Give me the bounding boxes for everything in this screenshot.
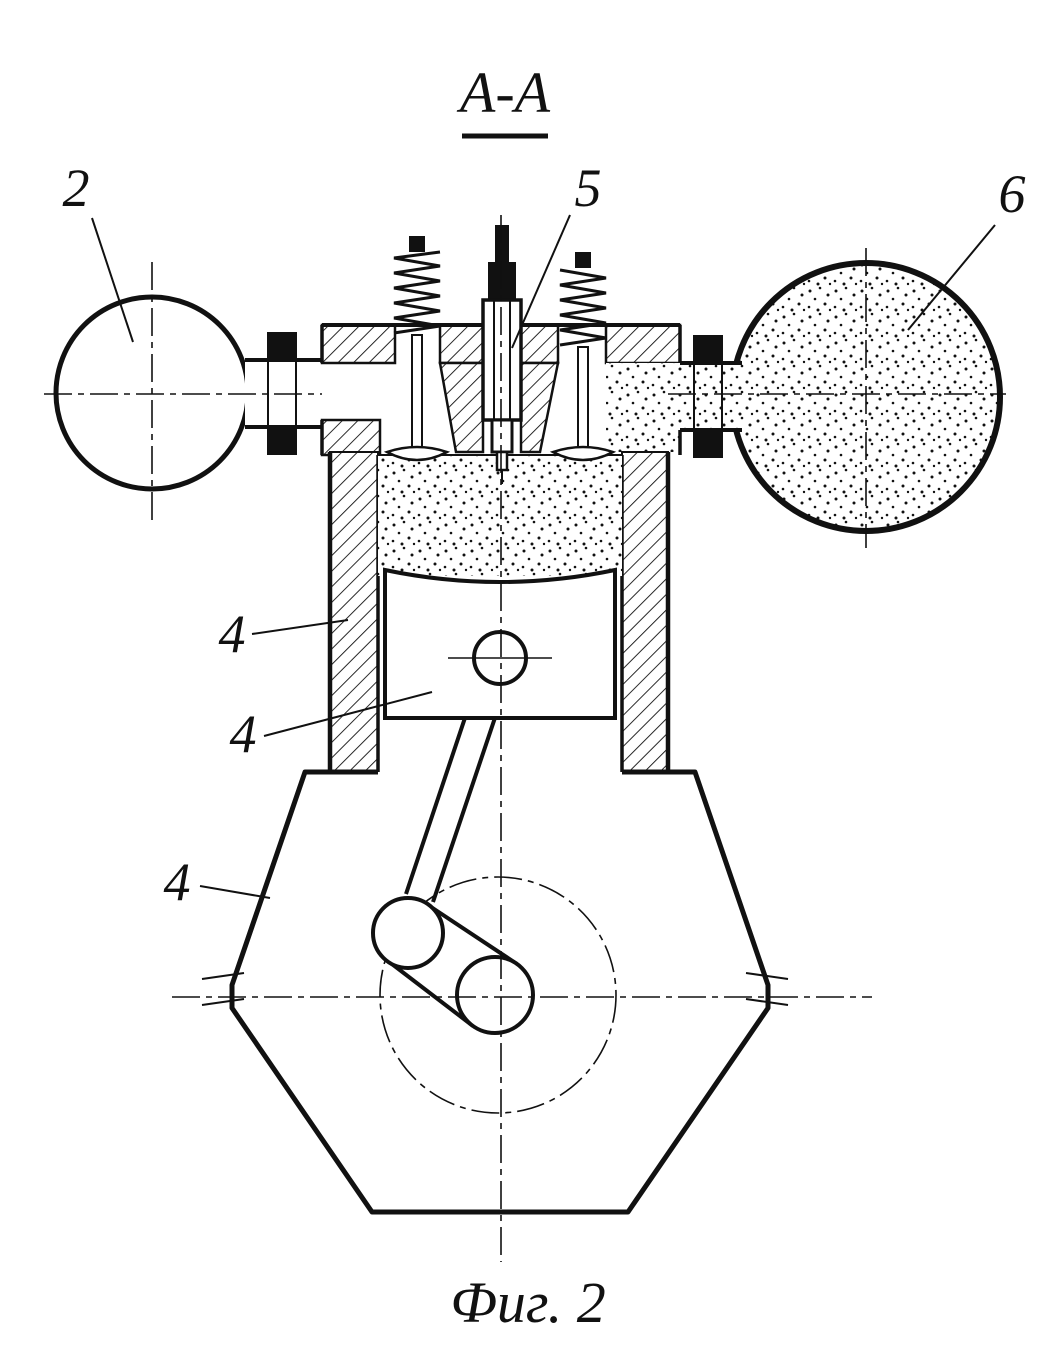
leader-line — [251, 619, 349, 635]
leader-line — [91, 217, 134, 343]
connecting-rod — [371, 681, 535, 1035]
head-wedge-left — [438, 361, 485, 454]
valve-spring-right — [559, 252, 607, 347]
crank-web-edge — [426, 903, 519, 966]
crankcase-outline — [229, 769, 771, 1215]
valve-right — [549, 346, 617, 462]
section-title-text: А-А — [456, 60, 551, 125]
intake-port-stipple — [606, 363, 680, 452]
combustion-chamber-stipple — [378, 456, 622, 576]
center-lines — [44, 215, 1006, 1262]
shaft-tick-right — [745, 972, 789, 980]
callout-text-5: 5 — [575, 158, 602, 218]
injector — [481, 225, 523, 484]
valve-stem-right — [577, 346, 589, 449]
cylinder-wall-right — [621, 451, 669, 773]
callout-crankcase: 4 — [164, 852, 271, 912]
callout-text-4b: 4 — [230, 704, 257, 764]
leader-line — [199, 885, 271, 899]
valve-head-left — [383, 445, 451, 462]
head-plate-hatch — [438, 323, 485, 365]
valve-stem-left — [411, 334, 423, 449]
valve-left — [383, 334, 451, 462]
crank-path-centerline — [379, 876, 617, 1114]
right-flange — [693, 335, 723, 458]
leader-line — [907, 224, 996, 331]
figure-caption: Фиг. 2 — [450, 1270, 606, 1335]
callout-left-sphere: 2 — [63, 158, 134, 343]
head-port-lip — [320, 418, 382, 457]
head-wedge-right — [519, 361, 560, 454]
callout-text-2: 2 — [63, 158, 90, 218]
spring-retainer-right — [575, 252, 591, 268]
callout-text-4c: 4 — [164, 852, 191, 912]
injector-tip — [490, 418, 514, 454]
spring-retainer-left — [409, 236, 425, 252]
crank-journal — [455, 955, 535, 1035]
head-plate-hatch — [519, 323, 560, 365]
callout-injector: 5 — [511, 158, 602, 349]
valve-spring-left — [393, 236, 441, 335]
shaft-tick-right — [745, 998, 789, 1006]
cylinder-wall-left — [329, 451, 379, 773]
right-pipe — [668, 335, 742, 458]
crank-pin — [371, 896, 445, 970]
injector-terminal — [495, 225, 509, 262]
leader-line — [263, 691, 433, 737]
head-plate-hatch — [320, 323, 397, 365]
injector-body — [481, 298, 523, 422]
valve-head-right — [549, 445, 617, 462]
callout-piston: 4 — [230, 691, 433, 764]
shaft-tick-left — [201, 998, 245, 1006]
callout-cylinder-wall: 4 — [219, 604, 349, 664]
section-title: А-А — [456, 60, 551, 139]
callout-right-sphere: 6 — [907, 164, 1026, 331]
shaft-tick-left — [201, 972, 245, 980]
injector-nut — [488, 262, 516, 300]
head-plate-hatch — [604, 323, 682, 365]
piston — [383, 567, 617, 720]
callout-text-4a: 4 — [219, 604, 246, 664]
cylinder-head — [320, 323, 682, 457]
callout-text-6: 6 — [999, 164, 1026, 224]
leader-line — [511, 214, 571, 349]
crank-web-edge — [386, 959, 475, 1028]
